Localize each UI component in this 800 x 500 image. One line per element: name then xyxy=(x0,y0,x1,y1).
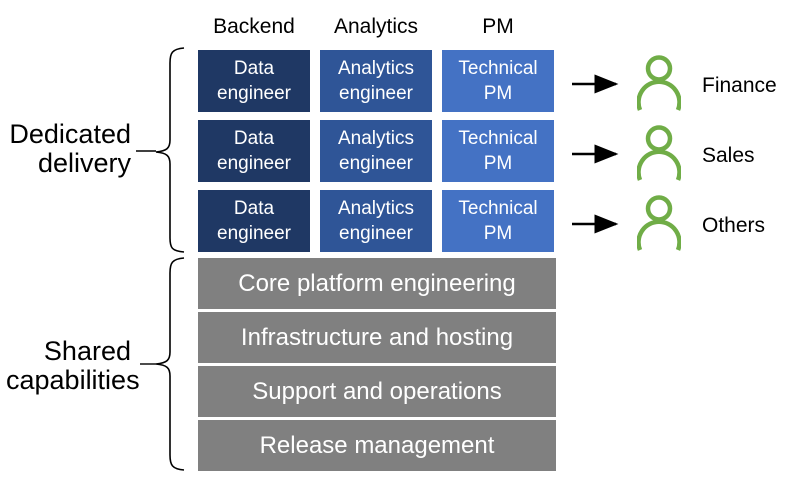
role-box: Data engineer xyxy=(198,50,310,112)
column-header-pm: PM xyxy=(482,15,514,38)
target-label: Sales xyxy=(702,144,755,167)
column-header-analytics: Analytics xyxy=(333,15,419,38)
role-box: Data engineer xyxy=(198,190,310,252)
role-box: Analytics engineer xyxy=(320,190,432,252)
role-box: Data engineer xyxy=(198,120,310,182)
shared-capabilities-brace xyxy=(155,257,185,471)
person-icon xyxy=(637,125,681,181)
role-box: Technical PM xyxy=(442,50,554,112)
target-label: Finance xyxy=(702,74,777,97)
shared-capabilities-label: Shared capabilities xyxy=(6,336,140,395)
role-box: Technical PM xyxy=(442,190,554,252)
dedicated-delivery-brace xyxy=(155,47,185,253)
role-box: Analytics engineer xyxy=(320,50,432,112)
shared-capability-bar: Infrastructure and hosting xyxy=(198,312,556,363)
column-header-backend: Backend xyxy=(213,15,295,38)
shared-capability-bar: Release management xyxy=(198,420,556,471)
dedicated-delivery-label: Dedicated delivery xyxy=(9,119,131,178)
person-icon xyxy=(637,55,681,111)
target-label: Others xyxy=(702,214,766,237)
role-box: Analytics engineer xyxy=(320,120,432,182)
shared-capability-bar: Support and operations xyxy=(198,366,556,417)
role-box: Technical PM xyxy=(442,120,554,182)
shared-capability-bar: Core platform engineering xyxy=(198,258,556,309)
person-icon xyxy=(637,195,681,251)
